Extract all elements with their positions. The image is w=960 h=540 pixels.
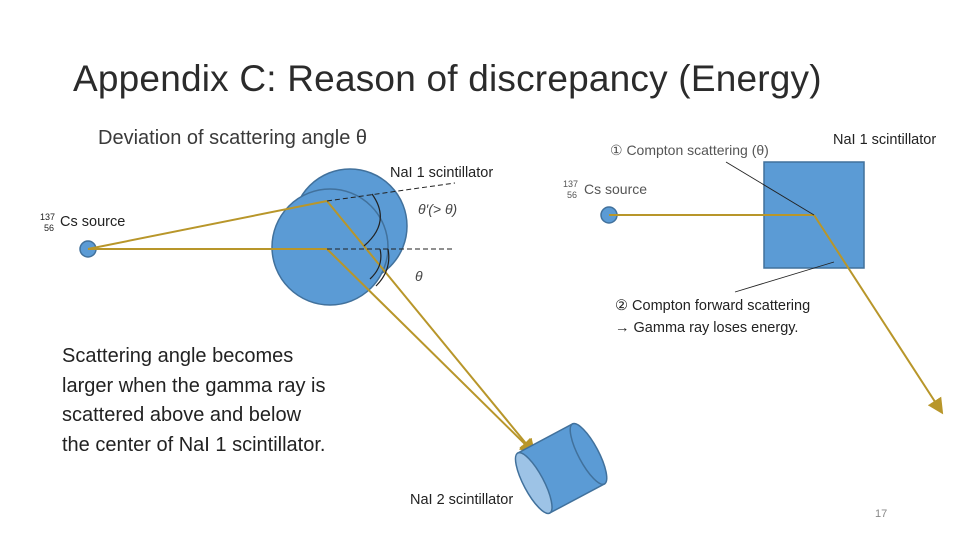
- page-title: Appendix C: Reason of discrepancy (Energ…: [73, 58, 822, 99]
- compton-scattering-label: ① Compton scattering (θ): [610, 142, 769, 158]
- left-nai1-label: NaI 1 scintillator: [390, 165, 494, 181]
- theta-prime-label: θ′(> θ): [418, 201, 458, 217]
- right-source-text: Cs source: [584, 181, 648, 197]
- beam-source-to-upper: [87, 200, 328, 250]
- forward-scattering-label: ② Compton forward scattering: [615, 298, 811, 314]
- left-isotope-mass: 137: [40, 212, 56, 222]
- right-source-label: 137 56 Cs source: [563, 179, 648, 200]
- nai1-detector-lower: [271, 188, 389, 306]
- nai2-detector: [514, 422, 608, 515]
- right-isotope-mass: 137: [563, 179, 579, 189]
- diagram-subtitle: Deviation of scattering angle θ: [98, 127, 368, 149]
- energy-loss-label: → Gamma ray loses energy.: [615, 320, 799, 336]
- right-isotope-atomic: 56: [567, 190, 578, 200]
- theta-label: θ: [415, 268, 423, 284]
- beam-upper-to-nai2: [326, 200, 536, 456]
- left-isotope-atomic: 56: [44, 223, 55, 233]
- angle-arc-theta-2: [375, 248, 390, 287]
- callout-forward: [734, 261, 835, 293]
- description-text: Scattering angle becomes larger when the…: [62, 345, 326, 456]
- page-number: 17: [875, 508, 888, 520]
- dashed-ref-upper: [326, 182, 456, 202]
- left-source-text: Cs source: [60, 214, 126, 230]
- callout-compton: [725, 161, 815, 216]
- right-nai1-label: NaI 1 scintillator: [833, 132, 937, 148]
- nai2-label: NaI 2 scintillator: [410, 492, 514, 508]
- left-source-label: 137 56 Cs source: [40, 212, 126, 233]
- angle-arc-theta-prime: [363, 193, 381, 247]
- angle-arc-theta: [369, 248, 382, 280]
- beam-center-to-nai2: [326, 248, 536, 455]
- right-beam-scattered: [813, 214, 944, 415]
